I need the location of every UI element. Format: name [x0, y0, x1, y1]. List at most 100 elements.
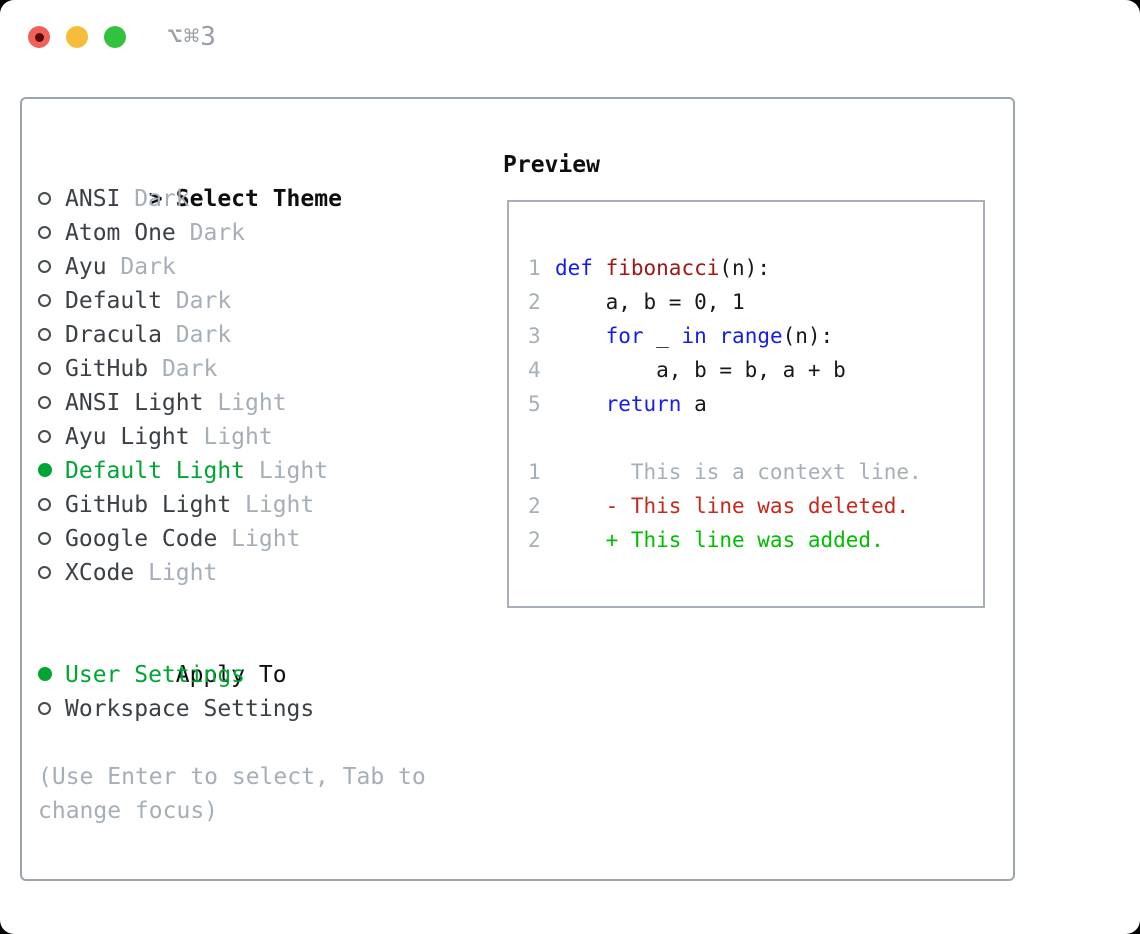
- line-number: 2: [528, 290, 541, 314]
- radio-icon: [38, 260, 51, 273]
- hint-line-2: change focus): [38, 798, 219, 824]
- radio-icon: [38, 294, 51, 307]
- close-button[interactable]: [28, 26, 50, 48]
- theme-option-default-light[interactable]: Default Light Light: [38, 454, 478, 488]
- theme-name: Atom One: [65, 220, 176, 246]
- radio-icon: [38, 396, 51, 409]
- radio-marker: [38, 488, 65, 522]
- line-number: 1: [528, 460, 541, 484]
- theme-option-atom-one[interactable]: Atom One Dark: [38, 216, 478, 250]
- radio-icon: [38, 192, 51, 205]
- preview-title: Preview: [503, 152, 600, 178]
- line-number: 2: [528, 494, 541, 518]
- radio-marker: [38, 556, 65, 590]
- hint-line-1: (Use Enter to select, Tab to: [38, 764, 426, 790]
- radio-marker: [38, 352, 65, 386]
- hint-text: (Use Enter to select, Tab to change focu…: [38, 760, 478, 828]
- theme-name: Google Code: [65, 526, 218, 552]
- code-line: 5 return a: [528, 387, 983, 421]
- select-theme-title: Select Theme: [175, 186, 342, 212]
- code-segment: _: [643, 324, 682, 348]
- close-dot-icon: [34, 32, 44, 42]
- theme-variant: Light: [134, 560, 218, 586]
- code-segment: (n):: [782, 324, 834, 348]
- code-segment: [593, 256, 606, 280]
- theme-variant: Light: [231, 492, 315, 518]
- code-segment: - This line was deleted.: [555, 494, 910, 518]
- code-segment: [555, 324, 606, 348]
- theme-variant: Dark: [161, 288, 232, 314]
- code-segment: This is a context line.: [555, 460, 922, 484]
- theme-name: Ayu: [65, 254, 107, 280]
- theme-name: XCode: [65, 560, 135, 586]
- theme-variant: Light: [245, 458, 329, 484]
- theme-option-default[interactable]: Default Dark: [38, 284, 478, 318]
- radio-marker: [38, 658, 65, 692]
- code-line: 3 for _ in range(n):: [528, 319, 983, 353]
- line-number: 1: [528, 256, 541, 280]
- theme-option-xcode[interactable]: XCode Light: [38, 556, 478, 590]
- maximize-button[interactable]: [104, 26, 126, 48]
- theme-option-ayu[interactable]: Ayu Dark: [38, 250, 478, 284]
- theme-option-github-light[interactable]: GitHub Light Light: [38, 488, 478, 522]
- code-line: 1 This is a context line.: [528, 455, 983, 489]
- radio-marker: [38, 182, 65, 216]
- radio-marker: [38, 692, 65, 726]
- code-segment: a, b = b, a + b: [555, 358, 846, 382]
- radio-marker: [38, 318, 65, 352]
- radio-marker: [38, 250, 65, 284]
- radio-marker: [38, 454, 65, 488]
- radio-marker: [38, 216, 65, 250]
- radio-marker: [38, 386, 65, 420]
- theme-name: ANSI Light: [65, 390, 204, 416]
- apply-option-user-settings[interactable]: User Settings: [38, 658, 478, 692]
- code-segment: [555, 392, 606, 416]
- code-line: 4 a, b = b, a + b: [528, 353, 983, 387]
- radio-icon: [38, 362, 51, 375]
- apply-to-header: Apply To: [38, 624, 478, 688]
- theme-name: Ayu Light: [65, 424, 190, 450]
- apply-to-title: Apply To: [175, 662, 287, 688]
- radio-marker: [38, 420, 65, 454]
- theme-option-ansi[interactable]: ANSI Dark: [38, 182, 478, 216]
- code-segment: fibonacci: [605, 256, 720, 280]
- theme-variant: Dark: [161, 322, 232, 348]
- select-theme-header: > Select Theme: [38, 148, 478, 212]
- radio-icon: [38, 532, 51, 545]
- theme-option-google-code[interactable]: Google Code Light: [38, 522, 478, 556]
- theme-option-github[interactable]: GitHub Dark: [38, 352, 478, 386]
- radio-icon: [38, 226, 51, 239]
- theme-option-ansi-light[interactable]: ANSI Light Light: [38, 386, 478, 420]
- cursor-arrow-icon: >: [148, 186, 163, 212]
- line-number: 4: [528, 358, 541, 382]
- code-line: 2 a, b = 0, 1: [528, 285, 983, 319]
- titlebar: ⌥⌘3: [0, 0, 1140, 74]
- radio-selected-icon: [38, 463, 52, 477]
- radio-selected-icon: [38, 667, 52, 681]
- apply-option-label: Workspace Settings: [65, 696, 315, 722]
- radio-icon: [38, 566, 51, 579]
- radio-icon: [38, 430, 51, 443]
- code-segment: def: [555, 256, 593, 280]
- theme-option-dracula[interactable]: Dracula Dark: [38, 318, 478, 352]
- code-line: 2 + This line was added.: [528, 523, 983, 557]
- theme-option-ayu-light[interactable]: Ayu Light Light: [38, 420, 478, 454]
- line-number: 2: [528, 528, 541, 552]
- apply-option-workspace-settings[interactable]: Workspace Settings: [38, 692, 478, 726]
- radio-icon: [38, 328, 51, 341]
- code-segment: range: [719, 324, 783, 348]
- theme-variant: Light: [203, 390, 287, 416]
- theme-variant: Light: [217, 526, 301, 552]
- spacer: [38, 726, 478, 760]
- code-line: 1 def fibonacci(n):: [528, 251, 983, 285]
- minimize-button[interactable]: [66, 26, 88, 48]
- radio-marker: [38, 522, 65, 556]
- theme-variant: Dark: [148, 356, 218, 382]
- code-segment: (n):: [719, 256, 770, 280]
